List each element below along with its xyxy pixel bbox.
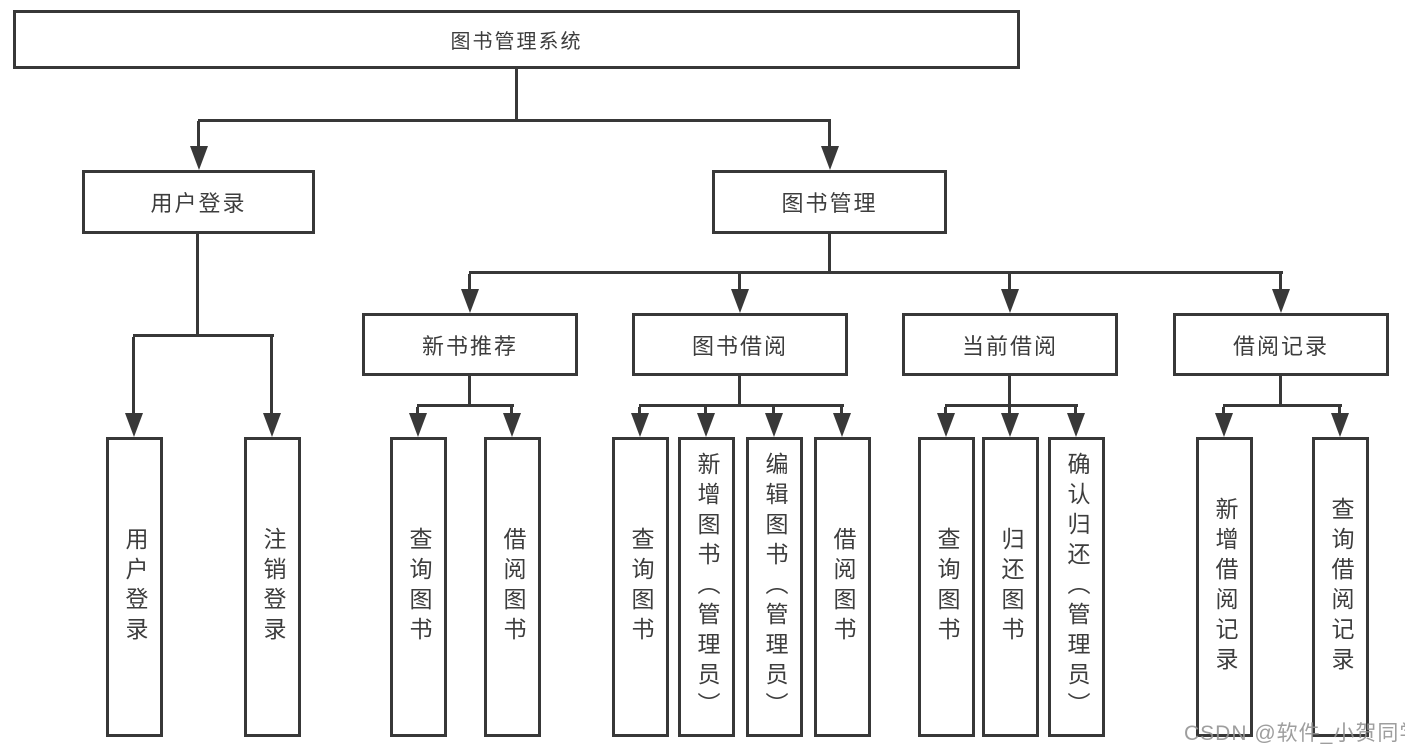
- connector-root-trunk: [515, 68, 518, 121]
- arrow-down-icon: [1215, 413, 1233, 437]
- connector-book-management-split: [469, 271, 1283, 274]
- arrow-down-icon: [190, 146, 208, 170]
- watermark: CSDN @软件_小贺同学: [1184, 722, 1405, 745]
- leaf-borrow-books-recommend: 借阅图书: [484, 437, 541, 737]
- arrow-down-icon: [1001, 289, 1019, 313]
- connector-user-login-split: [133, 334, 274, 337]
- connector-book-borrow-split: [639, 404, 844, 407]
- connector-to-new-books: [468, 274, 471, 289]
- connector-leaf-stem: [944, 407, 947, 415]
- connector-leaf-stem: [638, 407, 641, 415]
- node-borrow-records: 借阅记录: [1173, 313, 1389, 376]
- leaf-return-books: 归还图书: [982, 437, 1039, 737]
- connector-leaf-stem: [1074, 407, 1077, 415]
- arrow-down-icon: [631, 413, 649, 437]
- connector-book-management-trunk: [828, 234, 831, 274]
- connector-to-borrow-records: [1279, 274, 1282, 289]
- connector-to-login-leaf: [132, 337, 135, 413]
- connector-user-login-trunk: [196, 234, 199, 337]
- leaf-add-books-admin: 新增图书（管理员）: [678, 437, 735, 737]
- connector-current-borrow-trunk: [1008, 376, 1011, 407]
- leaf-query-books-current: 查询图书: [918, 437, 975, 737]
- node-new-book-recommend: 新书推荐: [362, 313, 578, 376]
- leaf-user-login: 用户登录: [106, 437, 163, 737]
- connector-new-books-trunk: [468, 376, 471, 407]
- arrow-down-icon: [697, 413, 715, 437]
- connector-to-user-login: [197, 121, 200, 147]
- leaf-borrow-books: 借阅图书: [814, 437, 871, 737]
- connector-leaf-stem: [704, 407, 707, 415]
- connector-current-borrow-split: [945, 404, 1078, 407]
- connector-leaf-stem: [416, 407, 419, 415]
- arrow-down-icon: [125, 413, 143, 437]
- connector-book-borrow-trunk: [738, 376, 741, 407]
- leaf-confirm-return-admin: 确认归还（管理员）: [1048, 437, 1105, 737]
- connector-to-logout-leaf: [270, 337, 273, 413]
- leaf-edit-books-admin: 编辑图书（管理员）: [746, 437, 803, 737]
- node-book-borrowing: 图书借阅: [632, 313, 848, 376]
- connector-to-book-management: [828, 121, 831, 147]
- leaf-add-borrow-record: 新增借阅记录: [1196, 437, 1253, 737]
- arrow-down-icon: [1067, 413, 1085, 437]
- leaf-query-borrow-record: 查询借阅记录: [1312, 437, 1369, 737]
- arrow-down-icon: [409, 413, 427, 437]
- node-book-management: 图书管理: [712, 170, 947, 234]
- arrow-down-icon: [821, 146, 839, 170]
- connector-to-book-borrow: [738, 274, 741, 289]
- arrow-down-icon: [503, 413, 521, 437]
- connector-borrow-records-trunk: [1279, 376, 1282, 407]
- node-current-borrowing: 当前借阅: [902, 313, 1118, 376]
- node-library-management-system: 图书管理系统: [13, 10, 1020, 69]
- connector-leaf-stem: [1008, 407, 1011, 415]
- arrow-down-icon: [731, 289, 749, 313]
- arrow-down-icon: [937, 413, 955, 437]
- connector-new-books-split: [417, 404, 514, 407]
- leaf-logout: 注销登录: [244, 437, 301, 737]
- connector-leaf-stem: [840, 407, 843, 415]
- connector-leaf-stem: [1338, 407, 1341, 415]
- connector-leaf-stem: [772, 407, 775, 415]
- leaf-query-books-borrowing: 查询图书: [612, 437, 669, 737]
- arrow-down-icon: [765, 413, 783, 437]
- arrow-down-icon: [461, 289, 479, 313]
- node-user-login: 用户登录: [82, 170, 315, 234]
- connector-leaf-stem: [510, 407, 513, 415]
- connector-borrow-records-split: [1223, 404, 1342, 407]
- arrow-down-icon: [1001, 413, 1019, 437]
- connector-to-current-borrow: [1008, 274, 1011, 289]
- arrow-down-icon: [1272, 289, 1290, 313]
- leaf-query-books-recommend: 查询图书: [390, 437, 447, 737]
- arrow-down-icon: [833, 413, 851, 437]
- connector-leaf-stem: [1222, 407, 1225, 415]
- arrow-down-icon: [1331, 413, 1349, 437]
- arrow-down-icon: [263, 413, 281, 437]
- connector-root-split: [198, 119, 831, 122]
